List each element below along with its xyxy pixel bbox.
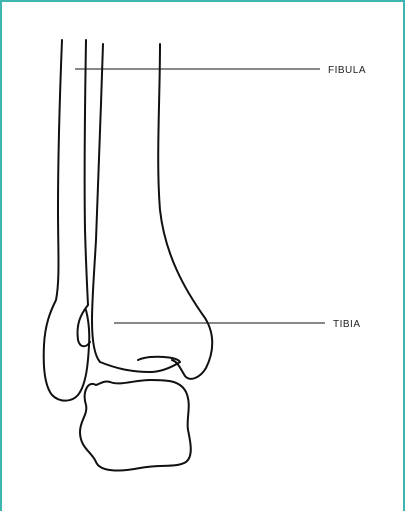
tibia-label: TIBIA bbox=[333, 319, 361, 330]
fibula-inner-edge bbox=[85, 40, 88, 305]
fibula-label: FIBULA bbox=[328, 65, 366, 76]
talus-outline bbox=[80, 380, 191, 470]
tibia-articular-surface bbox=[100, 357, 180, 372]
tibia-medial-edge bbox=[158, 44, 212, 379]
tibia-lateral-edge bbox=[92, 44, 103, 362]
tibia-bone bbox=[92, 44, 212, 379]
fibula-bone bbox=[44, 40, 90, 401]
talus-bone bbox=[80, 380, 191, 470]
